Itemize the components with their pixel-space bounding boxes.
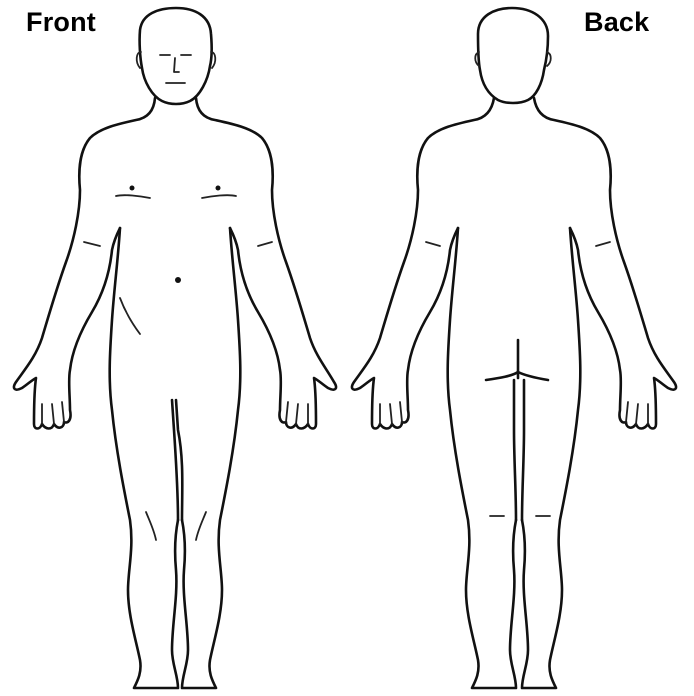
back-left-fingers: [380, 402, 402, 424]
front-pectoral-left: [116, 195, 150, 198]
front-nose: [174, 58, 179, 72]
back-inner-leg-left: [514, 380, 516, 520]
back-right-outline: [534, 98, 676, 429]
back-inner-leg-right: [522, 380, 524, 520]
front-figure[interactable]: [14, 8, 336, 688]
back-left-outline: [352, 98, 494, 429]
front-torso-right: [182, 228, 240, 688]
back-torso-left: [448, 228, 516, 688]
back-right-fingers: [626, 402, 648, 424]
front-nipple-right: [216, 186, 221, 191]
front-torso-left: [110, 228, 178, 688]
back-head: [478, 8, 548, 103]
front-right-fingers: [286, 402, 308, 424]
back-figure[interactable]: [352, 8, 676, 688]
front-nipple-left: [130, 186, 135, 191]
front-label: Front: [26, 6, 96, 38]
front-left-outline: [14, 98, 155, 429]
front-pectoral-right: [202, 195, 236, 198]
front-right-outline: [196, 98, 336, 429]
back-torso-right: [522, 228, 580, 688]
back-elbow-left: [426, 242, 440, 246]
front-navel: [175, 277, 181, 283]
front-hip-line-left: [120, 298, 140, 334]
back-elbow-right: [596, 242, 610, 246]
back-label: Back: [584, 6, 649, 38]
front-elbow-left: [84, 242, 100, 246]
front-knee-left: [146, 512, 156, 540]
front-head: [140, 8, 212, 104]
front-knee-right: [196, 512, 206, 540]
front-left-fingers: [42, 402, 64, 424]
front-elbow-right: [258, 242, 272, 246]
